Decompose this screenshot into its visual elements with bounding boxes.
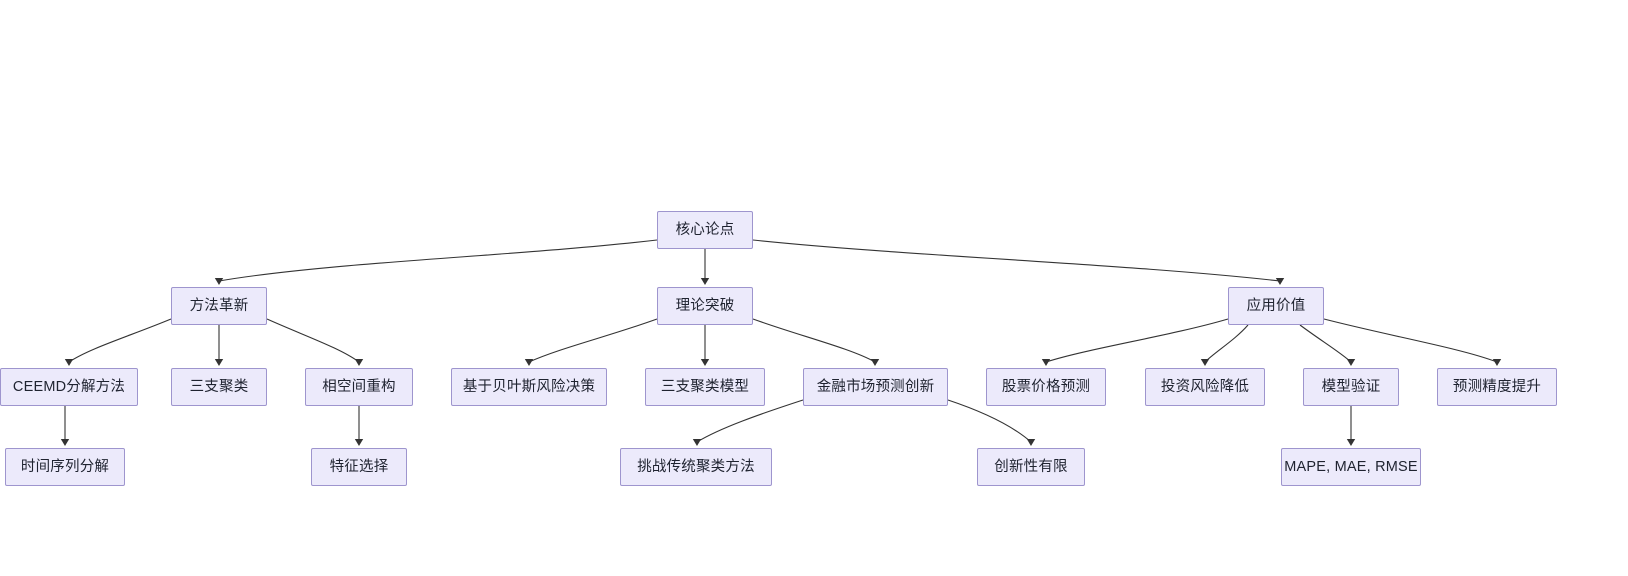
node-l4e[interactable]: MAPE, MAE, RMSE — [1281, 448, 1421, 486]
node-l3h[interactable]: 投资风险降低 — [1145, 368, 1265, 406]
node-l3j[interactable]: 预测精度提升 — [1437, 368, 1557, 406]
edge-arrowhead — [692, 439, 702, 446]
node-l3a[interactable]: CEEMD分解方法 — [0, 368, 138, 406]
node-l4c[interactable]: 挑战传统聚类方法 — [620, 448, 772, 486]
node-label: 三支聚类模型 — [660, 378, 750, 395]
node-label: 核心论点 — [675, 221, 735, 238]
node-l2c[interactable]: 应用价值 — [1228, 287, 1324, 325]
node-l4a[interactable]: 时间序列分解 — [5, 448, 125, 486]
node-label: 投资风险降低 — [1160, 378, 1250, 395]
node-l3f[interactable]: 金融市场预测创新 — [803, 368, 948, 406]
node-label: 创新性有限 — [994, 458, 1068, 475]
node-label: 金融市场预测创新 — [816, 378, 935, 395]
edge-l2b-to-l3e — [700, 325, 710, 366]
edge-l2c-to-l3g — [1041, 318, 1229, 366]
edge-arrowhead — [700, 359, 710, 366]
node-l3d[interactable]: 基于贝叶斯风险决策 — [451, 368, 607, 406]
node-l3e[interactable]: 三支聚类模型 — [645, 368, 765, 406]
edge-l2b-to-l3f — [752, 318, 880, 366]
edge-l3f-to-l4d — [947, 399, 1036, 446]
edge-arrowhead — [700, 278, 710, 285]
edge-root-to-l2b — [700, 249, 710, 285]
edge-l2c-to-l3h — [1200, 324, 1249, 366]
edge-arrowhead — [354, 439, 364, 446]
edge-l3i-to-l4e — [1346, 406, 1356, 446]
edge-arrowhead — [60, 439, 70, 446]
edge-arrowhead — [1346, 439, 1356, 446]
node-l2b[interactable]: 理论突破 — [657, 287, 753, 325]
edge-arrowhead — [870, 359, 880, 366]
edge-l3f-to-l4c — [692, 399, 804, 446]
node-l3c[interactable]: 相空间重构 — [305, 368, 413, 406]
edge-l3a-to-l4a — [60, 406, 70, 446]
node-label: 模型验证 — [1321, 378, 1381, 395]
node-label: 时间序列分解 — [20, 458, 110, 475]
edge-arrowhead — [1200, 359, 1210, 366]
node-l2a[interactable]: 方法革新 — [171, 287, 267, 325]
edge-l3c-to-l4b — [354, 406, 364, 446]
edge-arrowhead — [1026, 439, 1036, 446]
node-l4b[interactable]: 特征选择 — [311, 448, 407, 486]
node-label: 方法革新 — [189, 297, 249, 314]
node-label: CEEMD分解方法 — [12, 378, 126, 395]
edge-arrowhead — [64, 359, 74, 366]
node-label: 三支聚类 — [189, 378, 249, 395]
node-label: 应用价值 — [1246, 297, 1306, 314]
edge-arrowhead — [1492, 359, 1502, 366]
node-label: 基于贝叶斯风险决策 — [462, 378, 596, 395]
node-label: 相空间重构 — [322, 378, 396, 395]
edge-l2c-to-l3i — [1299, 324, 1356, 366]
edge-l2c-to-l3j — [1323, 318, 1502, 366]
edge-l2b-to-l3d — [524, 318, 658, 366]
node-label: 预测精度提升 — [1452, 378, 1542, 395]
edge-arrowhead — [1346, 359, 1356, 366]
edge-l2a-to-l3a — [64, 318, 172, 366]
edge-arrowhead — [214, 278, 224, 285]
edge-root-to-l2a — [214, 239, 658, 285]
node-l3i[interactable]: 模型验证 — [1303, 368, 1399, 406]
node-label: MAPE, MAE, RMSE — [1284, 458, 1418, 475]
node-l3g[interactable]: 股票价格预测 — [986, 368, 1106, 406]
node-label: 特征选择 — [329, 458, 389, 475]
node-l4d[interactable]: 创新性有限 — [977, 448, 1085, 486]
node-label: 股票价格预测 — [1001, 378, 1091, 395]
edge-arrowhead — [354, 359, 364, 366]
edge-l2a-to-l3b — [214, 325, 224, 366]
node-label: 挑战传统聚类方法 — [637, 458, 755, 475]
node-l3b[interactable]: 三支聚类 — [171, 368, 267, 406]
edge-arrowhead — [214, 359, 224, 366]
edge-root-to-l2c — [752, 239, 1285, 285]
node-root[interactable]: 核心论点 — [657, 211, 753, 249]
node-label: 理论突破 — [675, 297, 735, 314]
edge-arrowhead — [1041, 359, 1051, 366]
edge-arrowhead — [524, 359, 534, 366]
edge-arrowhead — [1275, 278, 1285, 285]
edge-l2a-to-l3c — [266, 318, 364, 366]
